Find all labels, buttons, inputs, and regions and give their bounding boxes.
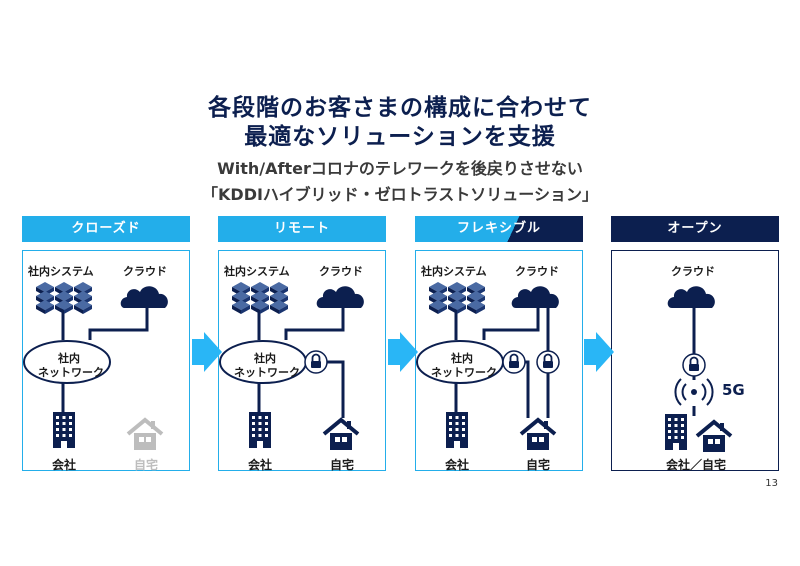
cloud-icon xyxy=(316,286,364,308)
internal-system-label: 社内システム xyxy=(421,265,487,278)
wireless-signal-icon xyxy=(674,378,714,406)
stage-header-flexible: フレキシブル xyxy=(415,216,583,242)
network-label-line1: 社内 xyxy=(451,352,473,365)
cloud-icon xyxy=(120,286,168,308)
stage-panel-remote xyxy=(218,250,386,471)
lock-icon xyxy=(536,350,560,374)
office-building-icon xyxy=(446,412,468,448)
main-title-line1: 各段階のお客さまの構成に合わせて xyxy=(208,95,592,121)
home-label: 自宅 xyxy=(525,458,550,472)
arrow-icon xyxy=(388,332,418,372)
home-icon xyxy=(695,420,733,454)
5g-label: 5G xyxy=(722,381,745,399)
office-building-icon xyxy=(665,414,687,450)
cloud-label: クラウド xyxy=(515,265,559,278)
open-diagram xyxy=(665,286,733,454)
closed-diagram xyxy=(23,282,168,452)
network-label-line2: ネットワーク xyxy=(431,366,497,379)
cloud-label: クラウド xyxy=(123,265,167,278)
subtitle-line1: With/Afterコロナのテレワークを後戻りさせない xyxy=(217,159,583,178)
stage-header-closed: クローズド xyxy=(22,216,190,242)
network-label-line2: ネットワーク xyxy=(38,366,104,379)
office-home-label: 会社／自宅 xyxy=(665,458,726,472)
lock-icon xyxy=(682,353,706,377)
server-icon xyxy=(429,282,485,314)
subtitle-line2: 「KDDIハイブリッド・ゼロトラストソリューション」 xyxy=(202,185,598,204)
cloud-label: クラウド xyxy=(319,265,363,278)
remote-diagram xyxy=(219,282,364,452)
main-title-line2: 最適なソリューションを支援 xyxy=(244,124,556,150)
server-icon xyxy=(36,282,92,314)
office-building-icon xyxy=(53,412,75,448)
cloud-label: クラウド xyxy=(671,265,715,278)
network-label-line2: ネットワーク xyxy=(234,366,300,379)
home-label: 自宅 xyxy=(329,458,354,472)
network-label-line1: 社内 xyxy=(58,352,80,365)
home-icon xyxy=(519,418,557,452)
stage-panel-open xyxy=(611,250,779,471)
stage-panel-flexible xyxy=(415,250,583,471)
office-label: 会社 xyxy=(247,458,272,472)
home-icon-inactive xyxy=(126,418,164,452)
arrow-icon xyxy=(584,332,614,372)
stage-header-open: オープン xyxy=(611,216,779,242)
home-icon xyxy=(322,418,360,452)
lock-icon xyxy=(304,350,328,374)
server-icon xyxy=(232,282,288,314)
cloud-icon xyxy=(667,286,715,308)
arrow-icon xyxy=(192,332,222,372)
network-label-line1: 社内 xyxy=(254,352,276,365)
stage-header-remote: リモート xyxy=(218,216,386,242)
stage-panel-closed xyxy=(22,250,190,471)
internal-system-label: 社内システム xyxy=(224,265,290,278)
office-building-icon xyxy=(249,412,271,448)
lock-icon xyxy=(502,350,526,374)
flexible-diagram xyxy=(416,282,560,452)
cloud-icon xyxy=(511,286,559,308)
office-label: 会社 xyxy=(444,458,469,472)
office-label: 会社 xyxy=(51,458,76,472)
page-number: 13 xyxy=(765,478,778,489)
internal-system-label: 社内システム xyxy=(28,265,94,278)
home-label-inactive: 自宅 xyxy=(133,458,158,472)
